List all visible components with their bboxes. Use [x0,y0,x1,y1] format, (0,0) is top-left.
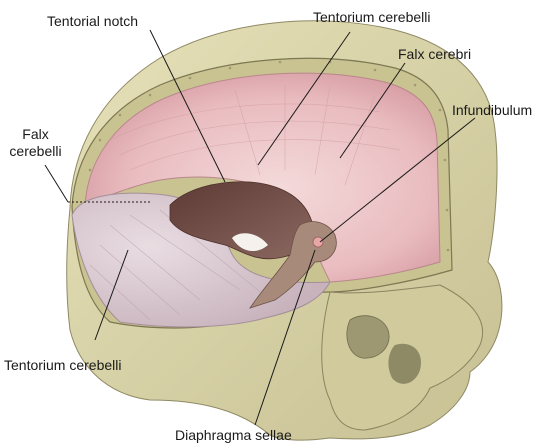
label-falx-cerebelli: Falx cerebelli [8,126,63,160]
leader-tentorium-cerebelli-bottom [94,249,129,341]
label-tentorium-cerebelli-bottom: Tentorium cerebelli [4,357,122,373]
nasal-cavity [388,343,421,384]
leader-lines [44,29,476,426]
label-infundibulum: Infundibulum [452,102,533,118]
falx-striations [109,85,401,186]
leader-falx-cerebelli [44,164,69,203]
leader-diaphragma-sellae [254,249,316,426]
label-falx-cerebelli-line2: cerebelli [9,143,62,159]
diploe-texture [88,60,450,252]
infundibulum-stalk [312,236,324,248]
orbit [346,315,390,359]
leader-falx-cerebri [339,62,406,159]
falx-cerebri [84,72,441,283]
leader-tentorial-notch [149,29,226,183]
label-diaphragma-sellae: Diaphragma sellae [175,427,292,443]
leader-infundibulum [319,117,476,243]
label-falx-cerebri: Falx cerebri [398,46,472,62]
label-falx-cerebelli-line1: Falx [22,126,49,142]
cavity-opening [232,233,268,252]
label-tentorium-cerebelli-top: Tentorium cerebelli [313,9,431,25]
leader-tentorium-cerebelli-top [257,31,351,166]
label-tentorial-notch: Tentorial notch [47,13,139,29]
